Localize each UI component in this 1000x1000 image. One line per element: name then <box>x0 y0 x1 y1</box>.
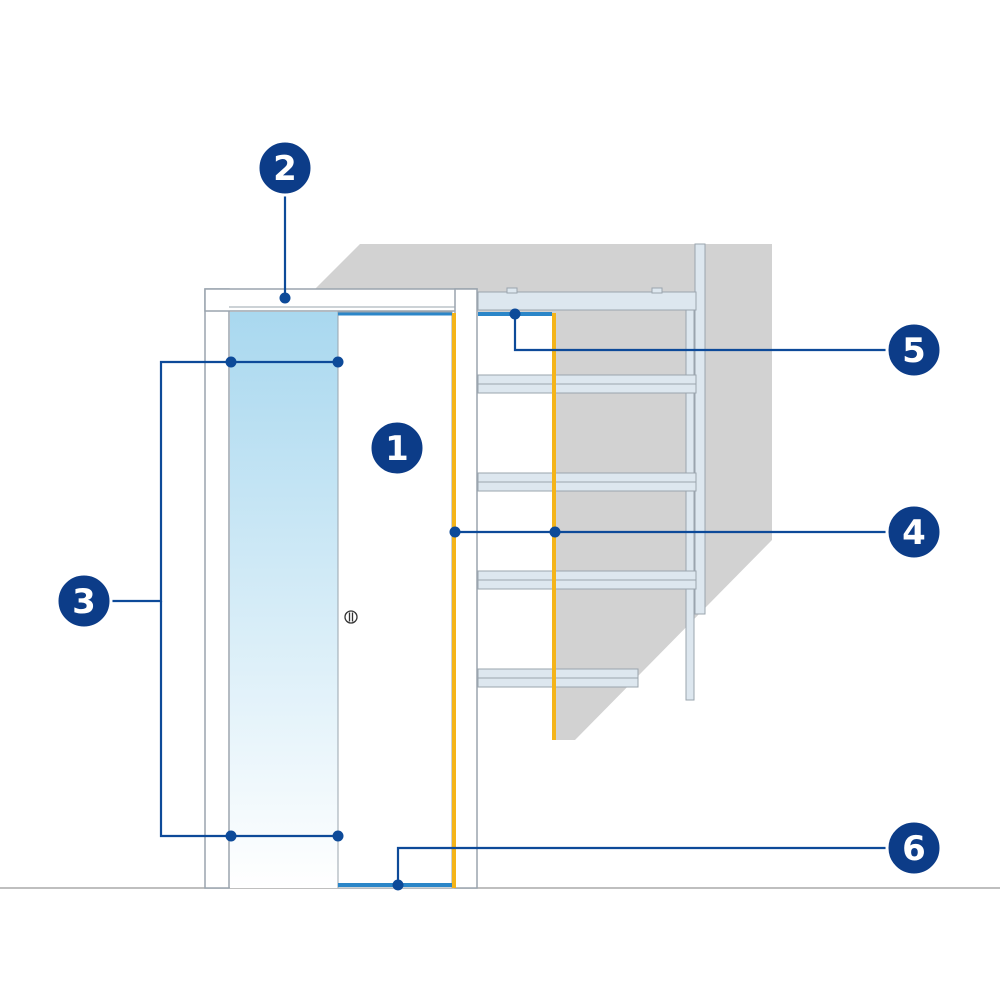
callout-number-3: 3 <box>72 582 96 622</box>
front-yellow-strip <box>452 313 456 888</box>
leader-dot <box>549 526 561 538</box>
door-leaf <box>337 311 453 889</box>
callout-badge-1: 1 <box>368 419 426 477</box>
callout-number-2: 2 <box>273 149 297 189</box>
callout-badge-6: 6 <box>885 819 943 877</box>
callout-number-5: 5 <box>902 331 926 371</box>
callout-badge-5: 5 <box>885 321 943 379</box>
right-stud <box>685 309 695 701</box>
callout-badge-2: 2 <box>256 139 314 197</box>
callout-number-4: 4 <box>902 513 926 553</box>
leader-lines <box>110 196 886 885</box>
leader-line-6 <box>396 846 886 885</box>
callout-badge-4: 4 <box>885 503 943 561</box>
callout-number-1: 1 <box>385 429 409 469</box>
leader-dots <box>225 292 561 891</box>
left-jamb <box>204 288 230 889</box>
leader-dot <box>332 830 344 842</box>
right-jamb <box>454 288 478 889</box>
leader-line-3 <box>110 360 338 603</box>
leader-dot <box>225 830 237 842</box>
callout-badge-3: 3 <box>55 572 113 630</box>
leader-dot <box>279 292 291 304</box>
leader-line-5 <box>513 314 886 352</box>
leader-line-3-bottom <box>159 601 338 838</box>
glass-opening <box>230 312 338 888</box>
top-rail-bracket <box>651 287 663 294</box>
leader-dot <box>509 308 521 320</box>
back-post <box>694 243 706 615</box>
leader-dot <box>332 356 344 368</box>
cross-bars <box>477 374 697 688</box>
callout-number-6: 6 <box>902 829 926 869</box>
leader-dot <box>225 356 237 368</box>
door-header <box>204 288 478 312</box>
top-rail <box>477 291 697 311</box>
leader-dot <box>449 526 461 538</box>
round-recessed-handle-icon <box>344 610 358 624</box>
rear-yellow-strip <box>552 313 556 740</box>
top-rail-bracket <box>506 287 518 294</box>
leader-dot <box>392 879 404 891</box>
